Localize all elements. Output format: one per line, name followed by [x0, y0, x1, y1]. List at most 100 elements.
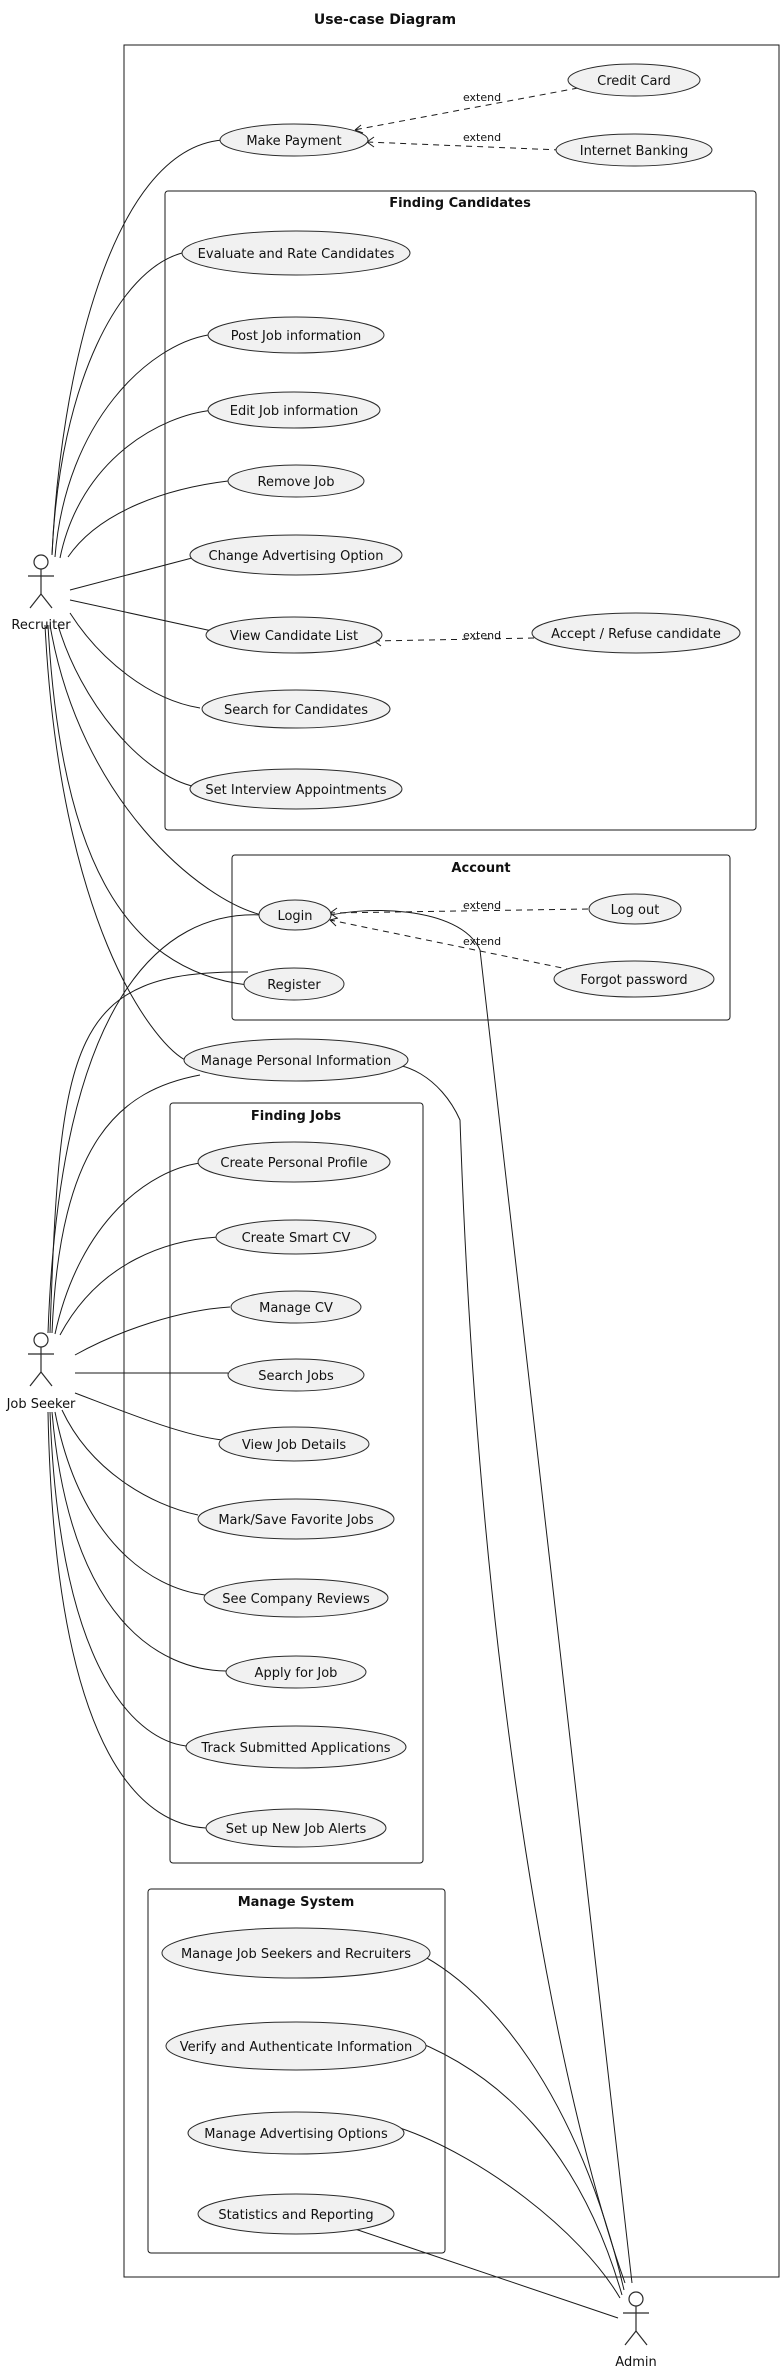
actor-job-seeker: Job Seeker	[6, 1332, 76, 1412]
assoc-recruiter-view-candidates	[69, 599, 213, 632]
assoc-recruiter-interview	[57, 624, 197, 788]
use-case-label: Track Submitted Applications	[200, 1741, 390, 1756]
use-case-label: Register	[267, 978, 321, 993]
use-case-label: Login	[277, 909, 312, 924]
package-frame	[164, 190, 757, 831]
use-case-label: Verify and Authenticate Information	[180, 2040, 413, 2055]
assoc-recruiter-evaluate	[51, 252, 183, 556]
extend-arrowhead	[329, 917, 339, 927]
extend-label: extend	[463, 935, 501, 948]
use-case-manage-cv: Manage CV	[230, 1290, 362, 1324]
assoc-recruiter-register	[47, 624, 249, 986]
use-case-change-advertising: Change Advertising Option	[189, 534, 403, 576]
package-frame	[231, 854, 731, 1021]
actor-label: Job Seeker	[6, 1397, 76, 1412]
use-case-label: Manage CV	[259, 1301, 333, 1316]
actor-admin: Admin	[615, 2291, 657, 2370]
use-case-mark-save-jobs: Mark/Save Favorite Jobs	[197, 1498, 395, 1540]
assoc-seeker-view-details	[74, 1392, 223, 1441]
assoc-recruiter-login	[49, 624, 263, 916]
use-case-label: Set up New Job Alerts	[226, 1822, 367, 1837]
assoc-seeker-alerts	[47, 1411, 207, 1829]
extend-credit-card	[353, 87, 579, 131]
package-finding-jobs: Finding Jobs	[169, 1102, 424, 1864]
assoc-seeker-register	[49, 971, 249, 1334]
extend-arrowhead	[354, 124, 364, 134]
extend-label: extend	[463, 899, 501, 912]
assoc-seeker-track	[49, 1411, 187, 1747]
use-case-accept-refuse: Accept / Refuse candidate	[531, 612, 741, 654]
assoc-admin-advertising	[399, 2127, 621, 2299]
use-case-statistics-reporting: Statistics and Reporting	[197, 2193, 395, 2235]
use-case-manage-seekers-recruiters: Manage Job Seekers and Recruiters	[161, 1927, 431, 1979]
use-case-label: View Candidate List	[230, 629, 358, 644]
use-case-label: Apply for Job	[255, 1666, 338, 1681]
assoc-seeker-apply	[51, 1411, 227, 1672]
extend-label: extend	[463, 91, 501, 104]
package-frame	[169, 1102, 424, 1864]
use-case-label: Credit Card	[597, 74, 671, 89]
use-case-manage-personal-info: Manage Personal Information	[183, 1038, 409, 1082]
use-case-label: See Company Reviews	[222, 1592, 370, 1607]
use-case-make-payment: Make Payment	[219, 123, 369, 157]
use-case-label: Internet Banking	[580, 144, 689, 159]
assoc-admin-verify	[399, 2034, 623, 2296]
package-finding-candidates: Finding Candidates	[164, 190, 757, 831]
assoc-recruiter-edit-job	[59, 409, 215, 559]
assoc-seeker-manage-cv	[74, 1306, 231, 1356]
assoc-seeker-create-profile	[54, 1162, 201, 1335]
extend-accept-refuse	[373, 637, 535, 642]
system-boundary	[123, 44, 780, 2278]
use-case-create-cv: Create Smart CV	[215, 1219, 377, 1255]
use-case-internet-banking: Internet Banking	[555, 133, 713, 167]
package-title: Finding Candidates	[389, 196, 531, 211]
use-case-label: Log out	[611, 903, 660, 918]
use-case-label: Create Personal Profile	[220, 1156, 367, 1171]
use-case-credit-card: Credit Card	[567, 63, 701, 97]
use-case-forgot-password: Forgot password	[553, 960, 715, 998]
use-case-label: Evaluate and Rate Candidates	[198, 247, 395, 262]
package-title: Account	[451, 861, 510, 876]
assoc-seeker-create-cv	[59, 1236, 219, 1336]
use-case-evaluate-rate: Evaluate and Rate Candidates	[181, 230, 411, 276]
use-case-verify-authenticate: Verify and Authenticate Information	[165, 2021, 427, 2071]
assoc-seeker-login	[47, 914, 263, 1334]
stick-figure-icon	[28, 1332, 54, 1387]
use-case-label: Mark/Save Favorite Jobs	[218, 1513, 374, 1528]
diagram-title: Use-case Diagram	[314, 12, 456, 28]
use-case-job-alerts: Set up New Job Alerts	[205, 1808, 387, 1848]
stick-figure-icon	[623, 2291, 649, 2346]
use-case-label: Remove Job	[258, 475, 335, 490]
assoc-seeker-reviews	[54, 1411, 206, 1596]
use-case-label: Statistics and Reporting	[218, 2208, 373, 2223]
actor-recruiter: Recruiter	[11, 554, 71, 633]
extend-forgot-password	[329, 919, 573, 971]
assoc-recruiter-make-payment	[51, 139, 223, 556]
use-case-label: Manage Advertising Options	[204, 2127, 388, 2142]
assoc-recruiter-remove-job	[67, 480, 229, 558]
assoc-recruiter-post-job	[54, 334, 209, 558]
use-case-label: View Job Details	[242, 1438, 346, 1453]
use-case-register: Register	[243, 967, 345, 1001]
assoc-admin-personal-info	[384, 1064, 626, 2284]
use-case-label: Forgot password	[580, 973, 687, 988]
package-account: Account	[231, 854, 731, 1021]
use-case-logout: Log out	[588, 893, 682, 925]
assoc-seeker-personal-info	[51, 1074, 201, 1334]
use-case-label: Create Smart CV	[242, 1231, 351, 1246]
use-case-label: Set Interview Appointments	[205, 783, 386, 798]
use-case-view-job-details: View Job Details	[218, 1426, 370, 1462]
use-case-label: Accept / Refuse candidate	[551, 627, 721, 642]
use-case-track-applications: Track Submitted Applications	[185, 1725, 407, 1769]
use-case-remove-job: Remove Job	[227, 464, 365, 498]
associations	[44, 139, 633, 2319]
use-case-login: Login	[258, 899, 332, 931]
use-case-label: Manage Personal Information	[201, 1054, 391, 1069]
use-case-search-candidates: Search for Candidates	[201, 689, 391, 729]
extend-label: extend	[463, 629, 501, 642]
use-case-post-job: Post Job information	[207, 316, 385, 354]
use-case-label: Search for Candidates	[224, 703, 368, 718]
assoc-admin-login	[319, 910, 633, 2284]
package-frame	[147, 1888, 446, 2254]
